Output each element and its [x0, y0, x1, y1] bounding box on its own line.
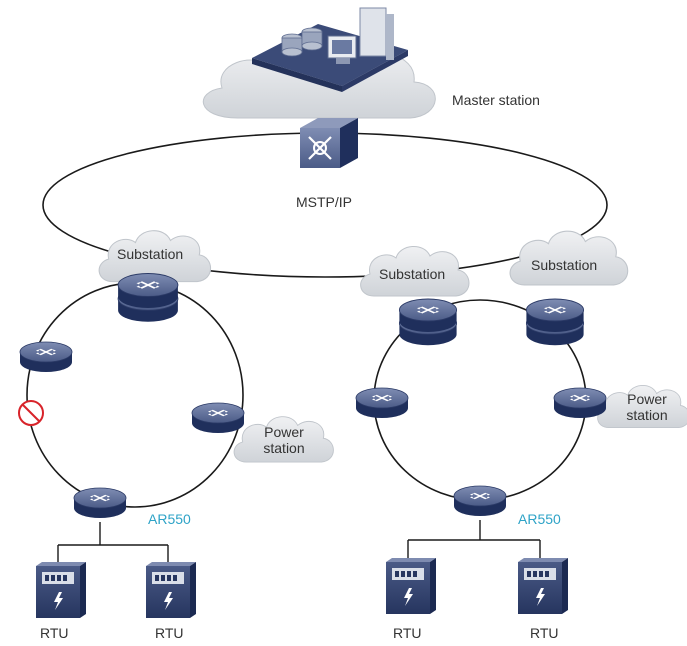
label-power-station-left: Power station: [263, 424, 305, 456]
router-icon: [398, 298, 458, 346]
rtu-meter-icon: [36, 562, 86, 618]
label-rtu-4: RTU: [530, 625, 559, 641]
label-power-station-right: Power station: [626, 391, 668, 423]
router-icon: [19, 341, 73, 372]
label-ar550-left: AR550: [148, 511, 191, 527]
label-rtu-1: RTU: [40, 625, 69, 641]
router-icon: [117, 273, 179, 322]
rtu-meter-icon: [146, 562, 196, 618]
label-rtu-3: RTU: [393, 625, 422, 641]
core-switch-icon: [300, 118, 358, 168]
router-icon: [355, 387, 409, 418]
label-mstp-ip: MSTP/IP: [296, 194, 353, 210]
label-substation-mid: Substation: [379, 266, 446, 282]
rtu-meter-icon: [518, 558, 568, 614]
label-substation-left: Substation: [117, 246, 184, 262]
router-icon: [525, 298, 585, 346]
rtu-link-left: [57, 522, 169, 562]
server-cluster-icon: [252, 7, 408, 92]
label-master-station: Master station: [452, 92, 540, 108]
label-substation-right: Substation: [531, 257, 598, 273]
router-icon: [453, 485, 507, 516]
router-icon: [73, 487, 127, 518]
router-icon: [191, 402, 245, 433]
label-ar550-right: AR550: [518, 511, 561, 527]
label-rtu-2: RTU: [155, 625, 184, 641]
router-icon: [553, 387, 607, 418]
rtu-meter-icon: [386, 558, 436, 614]
rtu-link-right: [407, 520, 541, 558]
blocked-port-icon: [18, 400, 44, 426]
